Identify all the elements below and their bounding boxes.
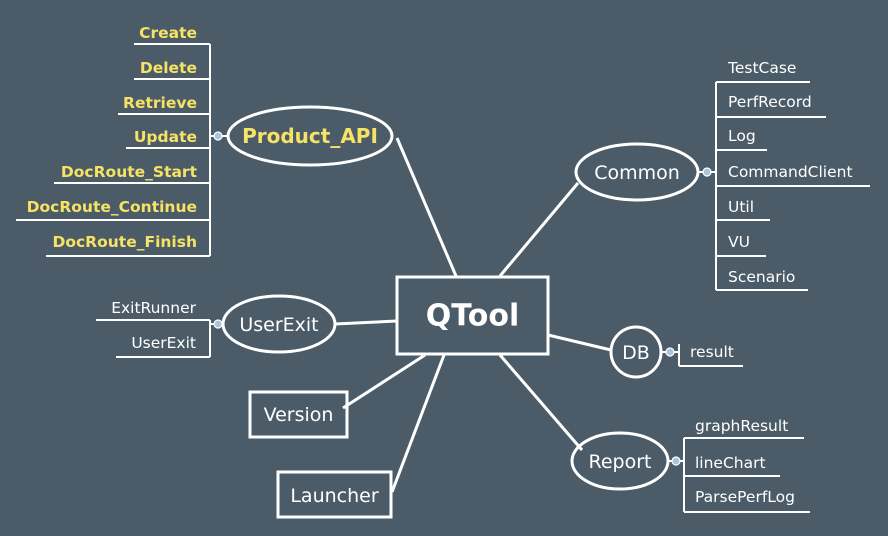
connector-version [342,353,426,410]
leaf-graphresult[interactable]: graphResult [695,417,788,435]
root-box [395,275,550,356]
launcher-label: Launcher [290,485,378,507]
common-junction [702,167,712,177]
branch-version[interactable]: Version [248,390,349,439]
leaf-docroute-finish[interactable]: DocRoute_Finish [52,233,197,251]
connector-common [498,182,580,277]
leaf-commandclient[interactable]: CommandClient [728,163,853,181]
leaf-util[interactable]: Util [728,198,754,216]
db-label: DB [622,342,650,364]
leaf-vu[interactable]: VU [728,233,750,251]
leaf-update[interactable]: Update [134,128,197,146]
common-label: Common [594,162,680,184]
userexit-junction [213,319,223,329]
report-label: Report [589,451,652,473]
connector-launcher [390,354,446,493]
leaf-parseperflog[interactable]: ParsePerfLog [695,488,795,506]
report-leaves: graphResult lineChart ParsePerfLog [684,417,810,513]
report-junction [671,456,681,466]
leaf-create[interactable]: Create [139,24,197,42]
version-label: Version [264,404,334,426]
root-node[interactable]: QTool [395,275,550,356]
product-api-leaves: Create Delete Retrieve Update DocRoute_S… [16,24,210,257]
leaf-scenario[interactable]: Scenario [728,268,795,286]
leaf-docroute-start[interactable]: DocRoute_Start [61,163,198,181]
connector-db [547,333,612,352]
connector-report [498,354,584,451]
leaf-log[interactable]: Log [728,127,756,145]
leaf-exitrunner[interactable]: ExitRunner [111,299,196,317]
branch-report[interactable]: Report graphResult lineChart ParsePerfLo… [570,417,810,513]
root-label: QTool [426,299,520,334]
userexit-label: UserExit [239,314,318,336]
connector-product-api [395,137,458,277]
leaf-testcase[interactable]: TestCase [727,59,796,77]
leaf-perfrecord[interactable]: PerfRecord [728,93,812,111]
db-junction [665,347,675,357]
branch-db[interactable]: DB result [609,325,743,379]
userexit-leaves: ExitRunner UserExit [96,299,210,358]
connector-userexit [334,319,398,326]
branch-launcher[interactable]: Launcher [276,470,393,519]
branch-product-api[interactable]: Product_API Create Delete Retrieve Updat… [16,24,394,257]
leaf-retrieve[interactable]: Retrieve [123,94,197,112]
leaf-delete[interactable]: Delete [140,59,197,77]
branch-userexit[interactable]: UserExit ExitRunner UserExit [96,294,337,358]
leaf-result[interactable]: result [690,343,734,361]
launcher-box [276,470,393,519]
leaf-linechart[interactable]: lineChart [695,454,766,472]
version-box [248,390,349,439]
branch-common[interactable]: Common TestCase PerfRecord Log CommandCl… [574,59,870,291]
product-api-label: Product_API [242,124,378,148]
leaf-docroute-continue[interactable]: DocRoute_Continue [27,198,197,216]
product-api-junction [213,131,223,141]
leaf-userexit[interactable]: UserExit [131,334,196,352]
root-connectors [334,137,612,493]
common-leaves: TestCase PerfRecord Log CommandClient Ut… [716,59,870,291]
